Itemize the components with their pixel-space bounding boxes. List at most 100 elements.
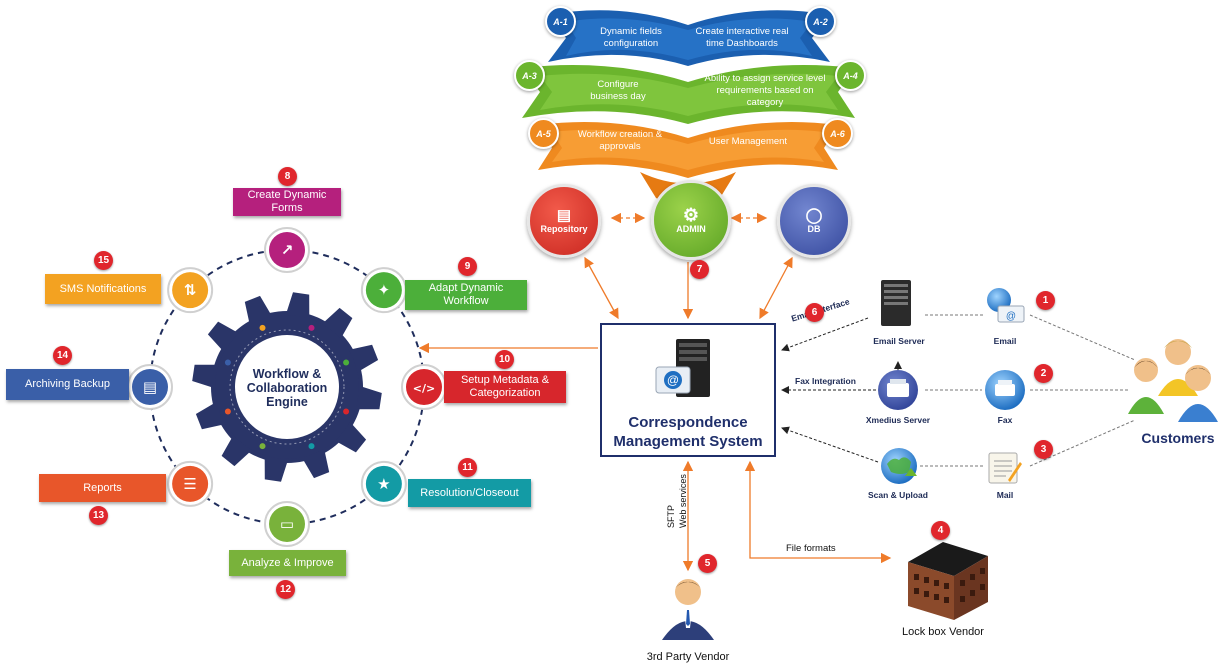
wheel-node-12[interactable]: ▭ <box>264 501 310 547</box>
scan-upload-label: Scan & Upload <box>868 490 928 500</box>
monitor-icon: ▭ <box>280 515 294 533</box>
third-party-vendor-icon <box>662 579 714 640</box>
engine-line1: Workflow & <box>252 367 322 381</box>
code-icon: </> <box>413 382 435 395</box>
badge-13: 13 <box>89 506 108 525</box>
db-node[interactable]: ◯ DB <box>777 184 851 258</box>
badge-4: 4 <box>931 521 950 540</box>
customer-mail-dash <box>1029 419 1136 467</box>
wheel-node-10[interactable]: </> <box>401 364 447 410</box>
wheel-node-fill <box>269 506 305 542</box>
repository-node[interactable]: ▤ Repository <box>527 184 601 258</box>
reports-box: Reports <box>39 474 166 502</box>
email-server-label: Email Server <box>873 336 925 346</box>
admin-item-a4-text: Ability to assign service level requirem… <box>704 73 826 108</box>
gear-dot <box>259 443 266 450</box>
badge-12: 12 <box>276 580 295 599</box>
repository-cms-link <box>584 256 619 320</box>
wheel-node-8[interactable]: ↗ <box>264 227 310 273</box>
fax-icon <box>985 370 1025 410</box>
web-services-label: Web services <box>678 474 688 528</box>
email-server-icon <box>881 280 911 326</box>
lockbox-vendor-label: Lock box Vendor <box>902 626 984 638</box>
badge-5: 5 <box>698 554 717 573</box>
arrows-icon: ⇅ <box>184 281 197 299</box>
xmedius-label: Xmedius Server <box>865 415 931 425</box>
sms-notifications-box: SMS Notifications <box>45 274 161 304</box>
scan-upload-icon <box>881 448 917 484</box>
adapt-dynamic-workflow-box: Adapt Dynamic Workflow <box>405 280 527 310</box>
badge-9: 9 <box>458 257 477 276</box>
wheel-node-fill <box>365 272 402 309</box>
gear-dot <box>308 443 315 450</box>
admin-item-a5-text: Workflow creation & approvals <box>577 129 663 152</box>
admin-badge-a6: A-6 <box>822 118 853 149</box>
engine-title: Workflow & Collaboration Engine <box>237 367 337 409</box>
third-party-vendor-label: 3rd Party Vendor <box>646 651 730 663</box>
wheel-node-9[interactable]: ✦ <box>360 267 407 314</box>
badge-1: 1 <box>1036 291 1055 310</box>
cms-title: Correspondence Management System <box>602 413 774 451</box>
fax-integration-label: Fax Integration <box>795 376 856 386</box>
admin-badge-a4: A-4 <box>835 60 866 91</box>
star-icon: ★ <box>377 475 390 493</box>
admin-ribbon-orange <box>538 121 838 178</box>
chart-line-icon: ↗ <box>281 241 294 259</box>
admin-badge-a1: A-1 <box>545 6 576 37</box>
admin-badge-a3: A-3 <box>514 60 545 91</box>
badge-7: 7 <box>690 260 709 279</box>
wheel-node-15[interactable]: ⇅ <box>167 267 214 314</box>
badge-3: 3 <box>1034 440 1053 459</box>
mail-label: Mail <box>996 490 1014 500</box>
folder-icon: ▤ <box>143 378 157 396</box>
admin-ribbon-blue <box>548 10 830 66</box>
fax-label: Fax <box>997 415 1013 425</box>
gear-dot <box>224 408 231 415</box>
repository-label: Repository <box>540 224 588 234</box>
cms-lockbox-link <box>744 460 892 564</box>
wheel-node-fill <box>132 369 168 405</box>
sftp-label: SFTP <box>666 504 676 528</box>
archiving-backup-box: Archiving Backup <box>6 369 129 400</box>
admin-item-a3-text: Configure business day <box>590 79 646 102</box>
badge-14: 14 <box>53 346 72 365</box>
admin-node[interactable]: ⚙ ADMIN <box>651 180 731 260</box>
email-server-link <box>781 317 869 352</box>
gear <box>192 292 382 482</box>
customers-icon <box>1128 339 1218 422</box>
svg-text:@: @ <box>1006 311 1016 322</box>
admin-label: ADMIN <box>676 224 706 234</box>
badge-15: 15 <box>94 251 113 270</box>
mail-icon <box>988 452 1022 484</box>
db-cms-link <box>759 256 793 320</box>
wheel-node-14[interactable]: ▤ <box>127 364 173 410</box>
analyze-improve-box: Analyze & Improve <box>229 550 346 576</box>
server-email-icon: @ <box>655 339 710 397</box>
badge-11: 11 <box>458 458 477 477</box>
wheel-node-fill <box>365 465 402 502</box>
gear-dot <box>308 324 315 331</box>
engine-line2: Collaboration <box>246 381 328 395</box>
email-label: Email <box>993 336 1017 346</box>
cms-box[interactable]: @ Correspondence Management System <box>600 323 776 457</box>
admin-badge-a5: A-5 <box>528 118 559 149</box>
customer-email-dash <box>1029 314 1136 361</box>
wheel-node-11[interactable]: ★ <box>360 460 407 507</box>
wheel-node-13[interactable]: ☰ <box>167 460 214 507</box>
server-rack-icon: ▤ <box>556 207 572 224</box>
gear-dot <box>259 324 266 331</box>
email-icon: @ <box>987 288 1025 323</box>
gear-dot <box>343 408 350 415</box>
database-icon: ◯ <box>805 207 823 224</box>
setup-metadata-box: Setup Metadata & Categorization <box>444 371 566 403</box>
gear-dot <box>224 359 231 366</box>
svg-text:@: @ <box>667 373 679 387</box>
gear-dot <box>343 359 350 366</box>
gear-dots <box>224 324 350 450</box>
admin-item-a2-text: Create interactive real time Dashboards <box>695 26 789 49</box>
file-formats-label: File formats <box>786 543 836 554</box>
wheel-node-fill <box>172 465 209 502</box>
cms-title-line1: Correspondence <box>628 414 748 431</box>
workflow-icon: ✦ <box>378 281 391 299</box>
